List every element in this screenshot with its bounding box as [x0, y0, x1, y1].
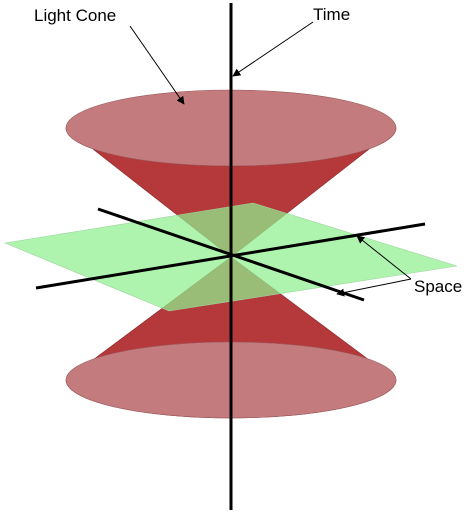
- light-cone-label: Light Cone: [34, 6, 117, 25]
- space-label: Space: [414, 277, 463, 296]
- time-label: Time: [313, 5, 351, 24]
- time-arrow: [232, 21, 314, 77]
- space-arrow-lower: [336, 278, 412, 297]
- space-arrow-upper: [356, 235, 412, 280]
- light-cone-arrow: [129, 25, 185, 105]
